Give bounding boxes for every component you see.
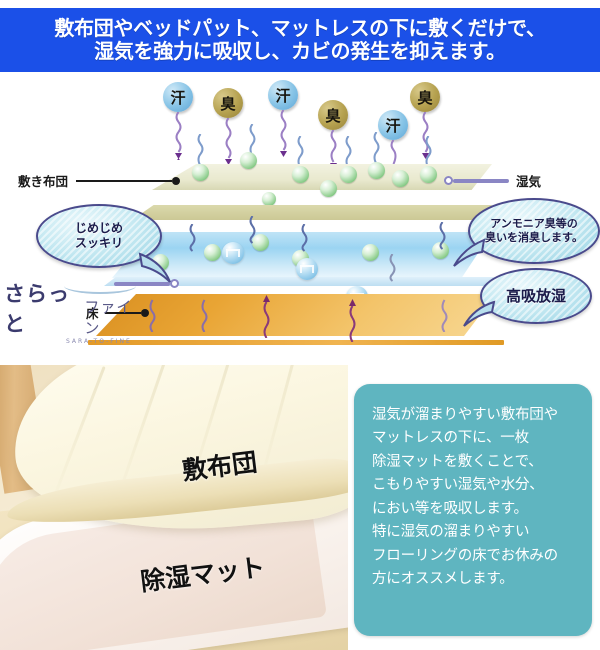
floor-layer <box>96 294 496 336</box>
vapor-squiggle-icon <box>225 118 232 165</box>
leader-mat <box>114 279 179 288</box>
vapor-squiggle-icon <box>175 112 182 160</box>
vapor-squiggle-icon <box>249 216 256 244</box>
futon-underside-layer <box>132 205 492 220</box>
rising-vapor-squiggle-icon <box>263 295 270 338</box>
floor-base-bar <box>88 340 504 345</box>
leader-line <box>76 179 173 182</box>
source-bubble-label: 汗 <box>275 86 291 105</box>
rising-vapor-squiggle-icon <box>201 299 208 332</box>
product-photo: 敷布団 除湿マット <box>0 365 348 650</box>
source-bubble-label: 臭 <box>220 94 236 113</box>
vapor-squiggle-icon <box>197 134 204 167</box>
callout-line-1: 高吸放湿 <box>505 286 566 305</box>
molecule-dot <box>240 152 257 169</box>
molecule-dot <box>368 162 385 179</box>
molecule-dot <box>192 164 209 181</box>
source-bubble-sweat-1: 汗 <box>163 82 193 112</box>
leader-dot <box>140 308 149 317</box>
panel-line: 湿気が溜まりやすい敷布団や <box>372 407 558 423</box>
rising-vapor-squiggle-icon <box>149 299 156 332</box>
logo-main-text: さらっと <box>4 282 70 336</box>
source-bubble-odor-3: 臭 <box>410 82 440 112</box>
source-bubble-label: 臭 <box>417 88 433 107</box>
source-bubble-sweat-2: 汗 <box>268 80 298 110</box>
callout-tail-high-absorption <box>463 300 496 327</box>
panel-line: フローリングの床でお休みの <box>372 547 558 564</box>
banner-line-1: 敷布団やベッドパット、マットレスの下に敷くだけで、 <box>54 15 546 40</box>
vapor-squiggle-icon <box>425 136 432 169</box>
callout-line-1: じめじめ <box>74 221 123 235</box>
leader-line <box>453 178 509 183</box>
leader-label-floor: 床 <box>86 306 99 321</box>
source-bubble-odor-2: 臭 <box>318 100 348 130</box>
source-bubble-label: 汗 <box>385 116 401 135</box>
leader-floor: 床 <box>86 303 149 322</box>
panel-line: 除湿マットを敷くことで、 <box>372 453 543 470</box>
callout-high-absorption: 高吸放湿 <box>480 268 592 324</box>
vapor-squiggle-icon <box>189 224 196 252</box>
leader-label-futon: 敷き布団 <box>18 174 69 189</box>
molecule-dot <box>252 234 269 251</box>
cross-section-diagram: 汗 臭 汗 臭 汗 臭 <box>0 72 600 362</box>
vapor-squiggle-icon <box>389 254 396 282</box>
brand-logo: さらっと ファイン SARA-TO-FINE <box>4 264 140 345</box>
leader-moisture: 湿気 <box>444 171 541 190</box>
leader-dot <box>444 176 453 185</box>
molecule-dot <box>340 166 357 183</box>
source-bubble-sweat-3: 汗 <box>378 110 408 140</box>
callout-deodorize: アンモニア臭等の 臭いを消臭します。 <box>468 198 600 264</box>
leader-dot <box>170 279 179 288</box>
callout-line-2: スッキリ <box>74 236 123 250</box>
vapor-squiggle-icon <box>301 224 308 252</box>
banner-line-2: 湿気を強力に吸収し、カビの発生を抑えます。 <box>94 39 506 63</box>
molecule-dot <box>362 244 379 261</box>
logo-roman-text: SARA-TO-FINE <box>66 338 132 345</box>
vapor-squiggle-icon <box>280 110 287 157</box>
panel-line: こもりやすい湿気や水分、 <box>372 477 544 494</box>
water-droplet-icon <box>296 258 318 280</box>
vapor-squiggle-icon <box>345 136 352 169</box>
source-bubble-odor-1: 臭 <box>213 88 243 118</box>
source-bubble-label: 臭 <box>325 106 341 125</box>
panel-line: 方にオススメします。 <box>372 571 514 588</box>
logo-kana-text: ファイン <box>84 298 133 337</box>
source-bubble-label: 汗 <box>170 88 186 107</box>
vapor-squiggle-icon <box>390 140 397 165</box>
molecule-dot <box>420 166 437 183</box>
mat-base-layer <box>104 277 496 286</box>
vapor-squiggle-icon <box>373 132 380 165</box>
rising-vapor-squiggle-icon <box>349 299 356 342</box>
vapor-squiggle-icon <box>297 136 304 169</box>
leader-line <box>104 311 141 314</box>
callout-tail-dry-comfort <box>138 252 171 283</box>
molecule-dot <box>392 170 409 187</box>
vapor-squiggle-icon <box>439 222 446 250</box>
molecule-dot <box>262 192 276 206</box>
vapor-squiggle-icon <box>249 124 256 157</box>
description-panel: 湿気が溜まりやすい敷布団や マットレスの下に、一枚 除湿マットを敷くことで、 こ… <box>354 384 592 636</box>
panel-line: におい等を吸収します。 <box>372 500 528 517</box>
molecule-dot <box>292 166 309 183</box>
leader-dot <box>172 176 181 185</box>
logo-swoosh-icon <box>64 278 136 294</box>
molecule-dot <box>432 242 449 259</box>
panel-line: マットレスの下に、一枚 <box>372 430 529 447</box>
leader-futon: 敷き布団 <box>18 171 181 190</box>
bottom-section: 敷布団 除湿マット 湿気が溜まりやすい敷布団や マットレスの下に、一枚 除湿マッ… <box>0 362 600 650</box>
callout-line-2: 臭いを消臭します。 <box>485 231 583 244</box>
callout-line-1: アンモニア臭等の <box>490 217 578 231</box>
rising-vapor-squiggle-icon <box>441 299 448 332</box>
header-banner: 敷布団やベッドパット、マットレスの下に敷くだけで、 湿気を強力に吸収し、カビの発… <box>0 8 600 72</box>
panel-line: 特に湿気の溜まりやすい <box>372 524 530 541</box>
leader-line <box>114 281 170 286</box>
water-droplet-icon <box>222 242 244 264</box>
callout-tail-deodorize <box>453 238 486 267</box>
molecule-dot <box>204 244 221 261</box>
molecule-dot <box>320 180 337 197</box>
leader-label-moisture: 湿気 <box>516 174 542 189</box>
